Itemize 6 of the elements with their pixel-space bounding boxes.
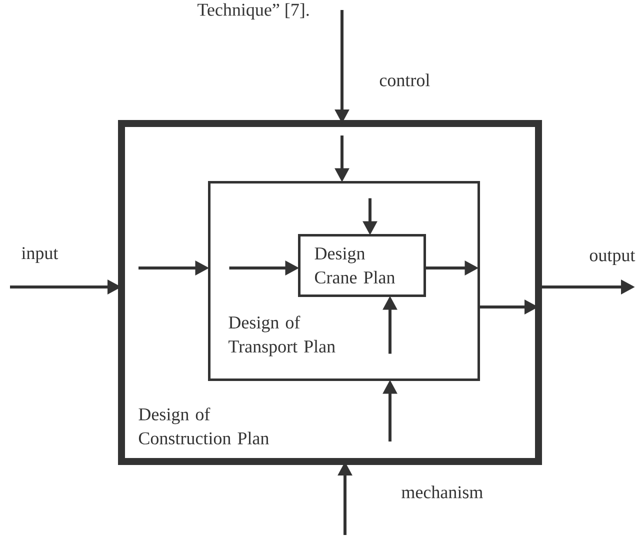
caption-fragment: Technique” [7]. [198,3,309,20]
edge-label: mechanism [400,484,484,500]
edge-label: output [588,250,636,266]
edge-label: input [20,246,60,264]
process-box: Design Crane Plan [298,234,426,297]
edge-label: control [378,72,432,88]
